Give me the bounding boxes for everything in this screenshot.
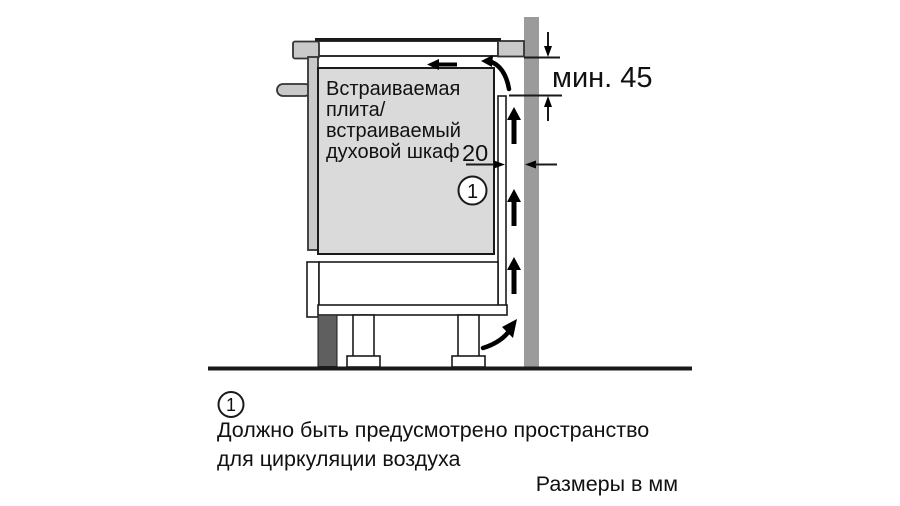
callout-number: 1 (467, 181, 478, 203)
plinth (317, 314, 338, 367)
appliance-label-line-1: Встраиваемая (326, 78, 460, 100)
leg-foot (346, 355, 381, 368)
airflow-curved-arrow-bottom (480, 319, 517, 351)
appliance-label-line-4: духовой шкаф (326, 141, 460, 163)
dimension-arrow-up-head (544, 96, 552, 107)
appliance-label-line-2: плита/ (326, 99, 386, 121)
gap-arrow-left-head (525, 160, 536, 169)
callout-circle (457, 175, 488, 206)
leg-foot (451, 355, 486, 368)
cabinet-leg-rear (451, 314, 486, 368)
appliance-label-line-3: встраиваемый (326, 120, 461, 142)
air-gap-arrow-1 (507, 107, 521, 144)
cabinet-bottom-panel (317, 304, 508, 316)
rear-vent-panel (497, 95, 507, 307)
hob-assembly (292, 38, 525, 60)
dimension-20: 20 (462, 140, 557, 169)
footnote-text-line-2: для циркуляции воздуха (217, 447, 460, 471)
gap-arrow-right-head (494, 160, 505, 169)
gap-dimension-label: 20 (462, 140, 488, 166)
leg-shaft (352, 314, 375, 359)
dimension-arrow-down-head (544, 46, 552, 57)
air-gap-arrow-2 (507, 189, 521, 226)
leg-shaft (457, 314, 480, 359)
oven-cabinet: Встраиваемая плита/ встраиваемый духовой… (276, 56, 495, 255)
worktop-left-section (292, 40, 320, 60)
footnote-marker-circle (217, 391, 245, 418)
footnote: 1 Должно быть предусмотрено пространство… (217, 391, 649, 471)
airflow-arrows (427, 55, 521, 351)
hob-body (316, 40, 499, 57)
dimension-min45: мин. 45 (509, 32, 653, 121)
footnote-marker-number: 1 (226, 395, 236, 415)
footnote-text-line-1: Должно быть предусмотрено пространство (217, 418, 649, 442)
callout-1-marker: 1 (457, 175, 488, 206)
airflow-arrow-under-hob (427, 59, 457, 70)
base-cabinet (306, 261, 508, 368)
units-note: Размеры в мм (536, 472, 678, 496)
wall-section (524, 17, 539, 367)
oven-door (307, 56, 319, 251)
airflow-curved-arrow-top (481, 55, 512, 92)
drawer-box (318, 261, 499, 308)
worktop-right-section (497, 40, 525, 58)
air-gap-arrow-3 (507, 257, 521, 294)
min-clearance-label: мин. 45 (552, 62, 653, 94)
oven-door-handle (276, 83, 312, 97)
cabinet-leg-front (346, 314, 381, 368)
